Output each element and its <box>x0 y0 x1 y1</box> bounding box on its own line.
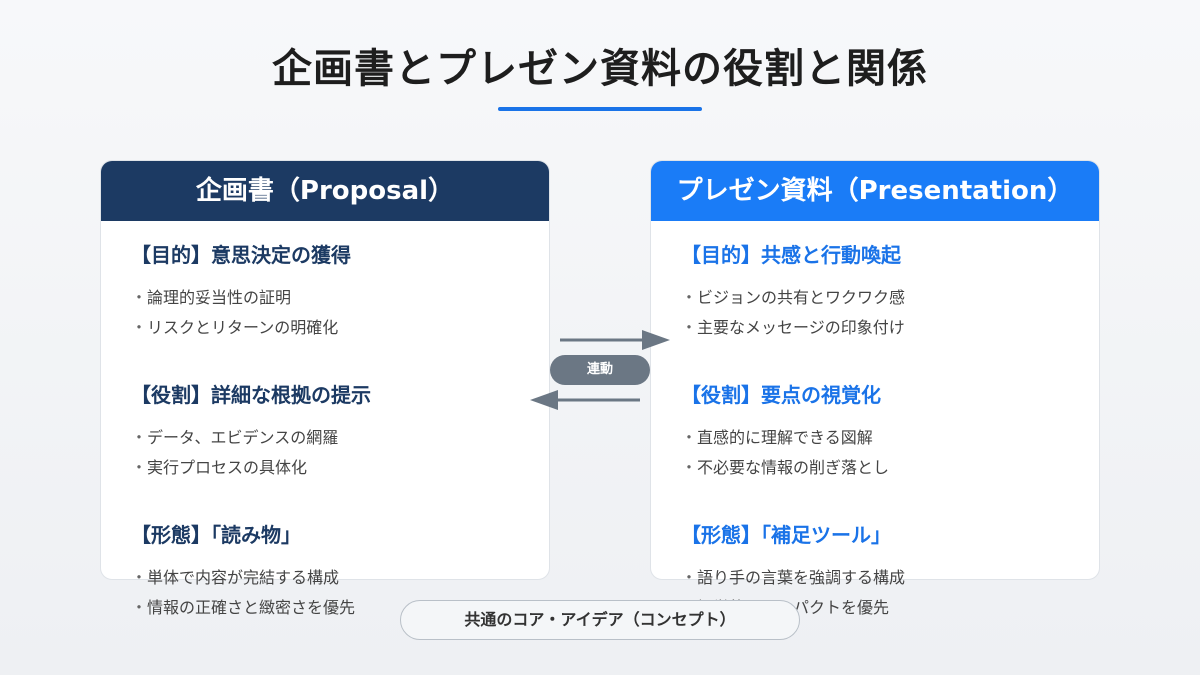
section-title: 【目的】意思決定の獲得 <box>131 243 351 267</box>
list-item: 実行プロセスの具体化 <box>131 453 531 483</box>
section-title: 【形態】「補足ツール」 <box>681 523 891 547</box>
list-item: データ、エビデンスの網羅 <box>131 423 531 453</box>
list-item: 単体で内容が完結する構成 <box>131 563 531 593</box>
proposal-section-role: 【役割】詳細な根拠の提示 データ、エビデンスの網羅 実行プロセスの具体化 <box>131 381 531 483</box>
list-item: リスクとリターンの明確化 <box>131 313 531 343</box>
list-item: 主要なメッセージの印象付け <box>681 313 1081 343</box>
title-underline <box>498 107 702 111</box>
page-title: 企画書とプレゼン資料の役割と関係 <box>272 46 928 92</box>
bidirectional-arrows <box>530 330 670 410</box>
list-item: 不必要な情報の削ぎ落とし <box>681 453 1081 483</box>
proposal-section-form: 【形態】「読み物」 単体で内容が完結する構成 情報の正確さと緻密さを優先 <box>131 521 531 623</box>
section-title: 【形態】「読み物」 <box>131 523 301 547</box>
section-title: 【目的】共感と行動喚起 <box>681 243 901 267</box>
presentation-section-role: 【役割】要点の視覚化 直感的に理解できる図解 不必要な情報の削ぎ落とし <box>681 381 1081 483</box>
presentation-card: プレゼン資料（Presentation） 【目的】共感と行動喚起 ビジョンの共有… <box>650 160 1100 617</box>
proposal-card-header: 企画書（Proposal） <box>101 161 549 221</box>
presentation-section-purpose: 【目的】共感と行動喚起 ビジョンの共有とワクワク感 主要なメッセージの印象付け <box>681 241 1081 343</box>
list-item: ビジョンの共有とワクワク感 <box>681 283 1081 313</box>
section-title: 【役割】要点の視覚化 <box>681 383 881 407</box>
list-item: 語り手の言葉を強調する構成 <box>681 563 1081 593</box>
arrow-left-icon <box>530 390 640 410</box>
core-idea-badge: 共通のコア・アイデア（コンセプト） <box>400 600 800 640</box>
proposal-card: 企画書（Proposal） 【目的】意思決定の獲得 論理的妥当性の証明 リスクと… <box>100 160 550 617</box>
list-item: 論理的妥当性の証明 <box>131 283 531 313</box>
list-item: 情報の正確さと緻密さを優先 <box>131 593 531 623</box>
proposal-section-purpose: 【目的】意思決定の獲得 論理的妥当性の証明 リスクとリターンの明確化 <box>131 241 531 343</box>
list-item: 直感的に理解できる図解 <box>681 423 1081 453</box>
section-title: 【役割】詳細な根拠の提示 <box>131 383 371 407</box>
presentation-card-header: プレゼン資料（Presentation） <box>651 161 1099 221</box>
arrow-right-icon <box>560 330 670 350</box>
link-badge: 連動 <box>550 355 650 385</box>
